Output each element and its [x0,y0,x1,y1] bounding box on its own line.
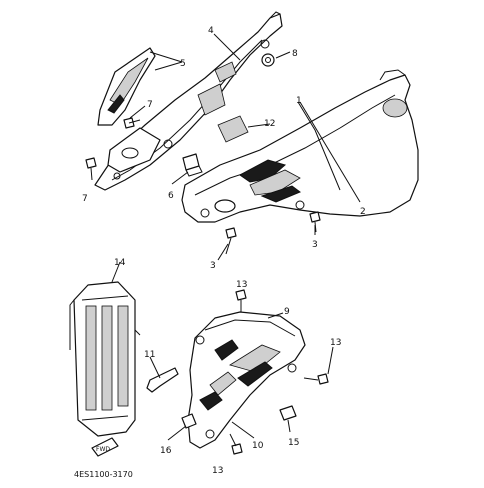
nut-15 [279,405,297,421]
bolt-13-c [229,433,243,455]
callout-9: 9 [284,307,290,317]
callout-6: 6 [168,191,174,201]
callout-7-a: 7 [147,100,153,110]
callout-13-b: 13 [330,338,341,348]
leader-lines [111,33,361,441]
callout-5: 5 [180,59,186,69]
bolt-3-b [225,227,237,255]
clip-11 [146,367,179,393]
grommet-8 [261,53,275,67]
callout-13-c: 13 [212,466,223,476]
callout-16: 16 [160,446,172,456]
callout-12: 12 [264,119,275,129]
diagram-code: 4ES1100-3170 [74,470,133,479]
bolt-13-b [303,373,329,385]
radiator-scoop [187,311,306,449]
callout-8: 8 [292,49,298,59]
callout-labels: 1 2 3 3 4 5 6 7 7 8 9 10 11 12 13 13 13 … [82,26,366,476]
radiator-guard [69,281,141,437]
callout-3-b: 3 [210,261,216,271]
bolt-3-a [309,211,321,233]
callout-10: 10 [252,441,264,451]
callout-15: 15 [288,438,299,448]
callout-4: 4 [208,26,214,36]
callout-13-a: 13 [236,280,247,290]
callout-2: 2 [360,207,366,217]
callout-7-b: 7 [82,194,88,204]
callout-3-a: 3 [312,240,318,250]
decal-5 [97,47,156,126]
side-panel-bracket [94,11,283,191]
fwd-arrow: FWD [91,437,119,457]
side-cover [181,69,419,223]
callout-1: 1 [296,96,302,106]
bolt-7-b [85,157,97,181]
damper-6 [182,153,203,177]
pad-12 [217,115,249,143]
nut-16 [181,413,197,429]
callout-11: 11 [144,350,155,360]
bolt-7-a [123,117,141,129]
bolt-13-a [235,289,247,312]
fwd-label: FWD [96,446,110,453]
callout-14: 14 [114,258,126,268]
